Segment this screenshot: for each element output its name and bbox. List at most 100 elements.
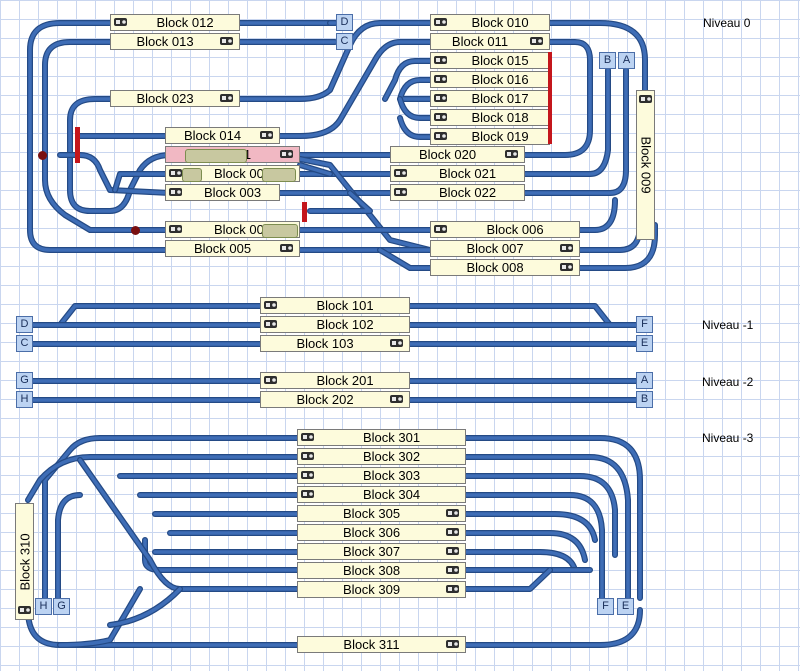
block-label: Block 020 (418, 147, 477, 162)
connector-l3-g[interactable]: G (53, 598, 70, 615)
loco-signal-icon (446, 527, 462, 538)
loco-signal-icon (434, 131, 450, 142)
buffer-stop-icon (548, 52, 552, 144)
block-009[interactable]: Block 009 (636, 90, 655, 240)
block-003[interactable]: Block 003 (165, 184, 280, 201)
loco-signal-icon (114, 17, 130, 28)
block-306[interactable]: Block 306 (297, 524, 466, 541)
buffer-stop-icon (75, 127, 80, 163)
loco-signal-icon (220, 36, 236, 47)
block-021[interactable]: Block 021 (390, 165, 525, 182)
loco-signal-icon (560, 262, 576, 273)
block-202[interactable]: Block 202 (260, 391, 410, 408)
connector-l2-b[interactable]: B (636, 391, 653, 408)
connector-l3-h[interactable]: H (35, 598, 52, 615)
connector-l0-d[interactable]: D (336, 14, 353, 31)
block-label: Block 017 (471, 91, 529, 106)
block-308[interactable]: Block 308 (297, 562, 466, 579)
block-305[interactable]: Block 305 (297, 505, 466, 522)
block-310[interactable]: Block 310 (15, 503, 34, 620)
block-303[interactable]: Block 303 (297, 467, 466, 484)
connector-l1-c[interactable]: C (16, 335, 33, 352)
loco-signal-icon (434, 55, 450, 66)
level-label-minus1: Niveau -1 (702, 318, 754, 332)
block-102[interactable]: Block 102 (260, 316, 410, 333)
block-019[interactable]: Block 019 (430, 128, 550, 145)
train-icon (262, 224, 298, 238)
block-016[interactable]: Block 016 (430, 71, 550, 88)
block-103[interactable]: Block 103 (260, 335, 410, 352)
block-301[interactable]: Block 301 (297, 429, 466, 446)
block-304[interactable]: Block 304 (297, 486, 466, 503)
train-icon (182, 168, 202, 182)
block-017[interactable]: Block 017 (430, 90, 550, 107)
loco-signal-icon (446, 565, 462, 576)
track-segment (464, 493, 604, 602)
loco-signal-icon (301, 432, 317, 443)
block-label: Block 018 (471, 110, 529, 125)
block-008[interactable]: Block 008 (430, 259, 580, 276)
block-010[interactable]: Block 010 (430, 14, 550, 31)
loco-signal-icon (434, 224, 450, 235)
sensor-dot-icon (131, 226, 140, 235)
block-006[interactable]: Block 006 (430, 221, 580, 238)
block-label: Block 307 (342, 544, 401, 559)
block-label: Block 305 (342, 506, 401, 521)
track-segment (228, 21, 432, 101)
block-label: Block 103 (296, 336, 354, 351)
block-023[interactable]: Block 023 (110, 90, 240, 107)
block-013[interactable]: Block 013 (110, 33, 240, 50)
block-309[interactable]: Block 309 (297, 581, 466, 598)
block-label: Block 016 (471, 72, 529, 87)
track-segment (548, 21, 647, 92)
level-label-0: Niveau 0 (703, 16, 751, 30)
track-segment (523, 68, 610, 176)
block-022[interactable]: Block 022 (390, 184, 525, 201)
connector-l3-f[interactable]: F (597, 598, 614, 615)
connector-l0-a[interactable]: A (618, 52, 635, 69)
loco-signal-icon (434, 112, 450, 123)
connector-l2-a[interactable]: A (636, 372, 653, 389)
block-302[interactable]: Block 302 (297, 448, 466, 465)
block-015[interactable]: Block 015 (430, 52, 550, 69)
block-101[interactable]: Block 101 (260, 297, 410, 314)
block-307[interactable]: Block 307 (297, 543, 466, 560)
connector-l3-e[interactable]: E (617, 598, 634, 615)
connector-l2-g[interactable]: G (16, 372, 33, 389)
loco-signal-icon (169, 224, 185, 235)
loco-signal-icon (169, 168, 185, 179)
block-020[interactable]: Block 020 (390, 146, 525, 163)
block-012[interactable]: Block 012 (110, 14, 240, 31)
connector-l0-c[interactable]: C (336, 33, 353, 50)
connector-l1-d[interactable]: D (16, 316, 33, 333)
track-segment (378, 248, 432, 270)
train-icon (262, 168, 296, 182)
track-segment (58, 587, 142, 647)
track-segment (26, 455, 299, 502)
block-007[interactable]: Block 007 (430, 240, 580, 257)
track-segment (578, 223, 657, 270)
block-201[interactable]: Block 201 (260, 372, 410, 389)
connector-l2-h[interactable]: H (16, 391, 33, 408)
block-014[interactable]: Block 014 (165, 127, 280, 144)
track-segment (523, 68, 628, 195)
block-011[interactable]: Block 011 (430, 33, 550, 50)
loco-signal-icon (264, 375, 280, 386)
block-311[interactable]: Block 311 (297, 636, 466, 653)
track-segment (58, 153, 172, 195)
connector-l1-f[interactable]: F (636, 316, 653, 333)
loco-signal-icon (639, 94, 655, 105)
block-label: Block 023 (136, 91, 194, 106)
buffer-stop-icon (302, 202, 307, 222)
connector-l1-e[interactable]: E (636, 335, 653, 352)
block-label: Block 311 (343, 637, 400, 652)
block-005[interactable]: Block 005 (165, 240, 300, 257)
loco-signal-icon (264, 300, 280, 311)
loco-signal-icon (390, 338, 406, 349)
loco-signal-icon (394, 168, 410, 179)
loco-signal-icon (264, 319, 280, 330)
connector-l0-b[interactable]: B (599, 52, 616, 69)
block-018[interactable]: Block 018 (430, 109, 550, 126)
track-segment (68, 97, 172, 213)
